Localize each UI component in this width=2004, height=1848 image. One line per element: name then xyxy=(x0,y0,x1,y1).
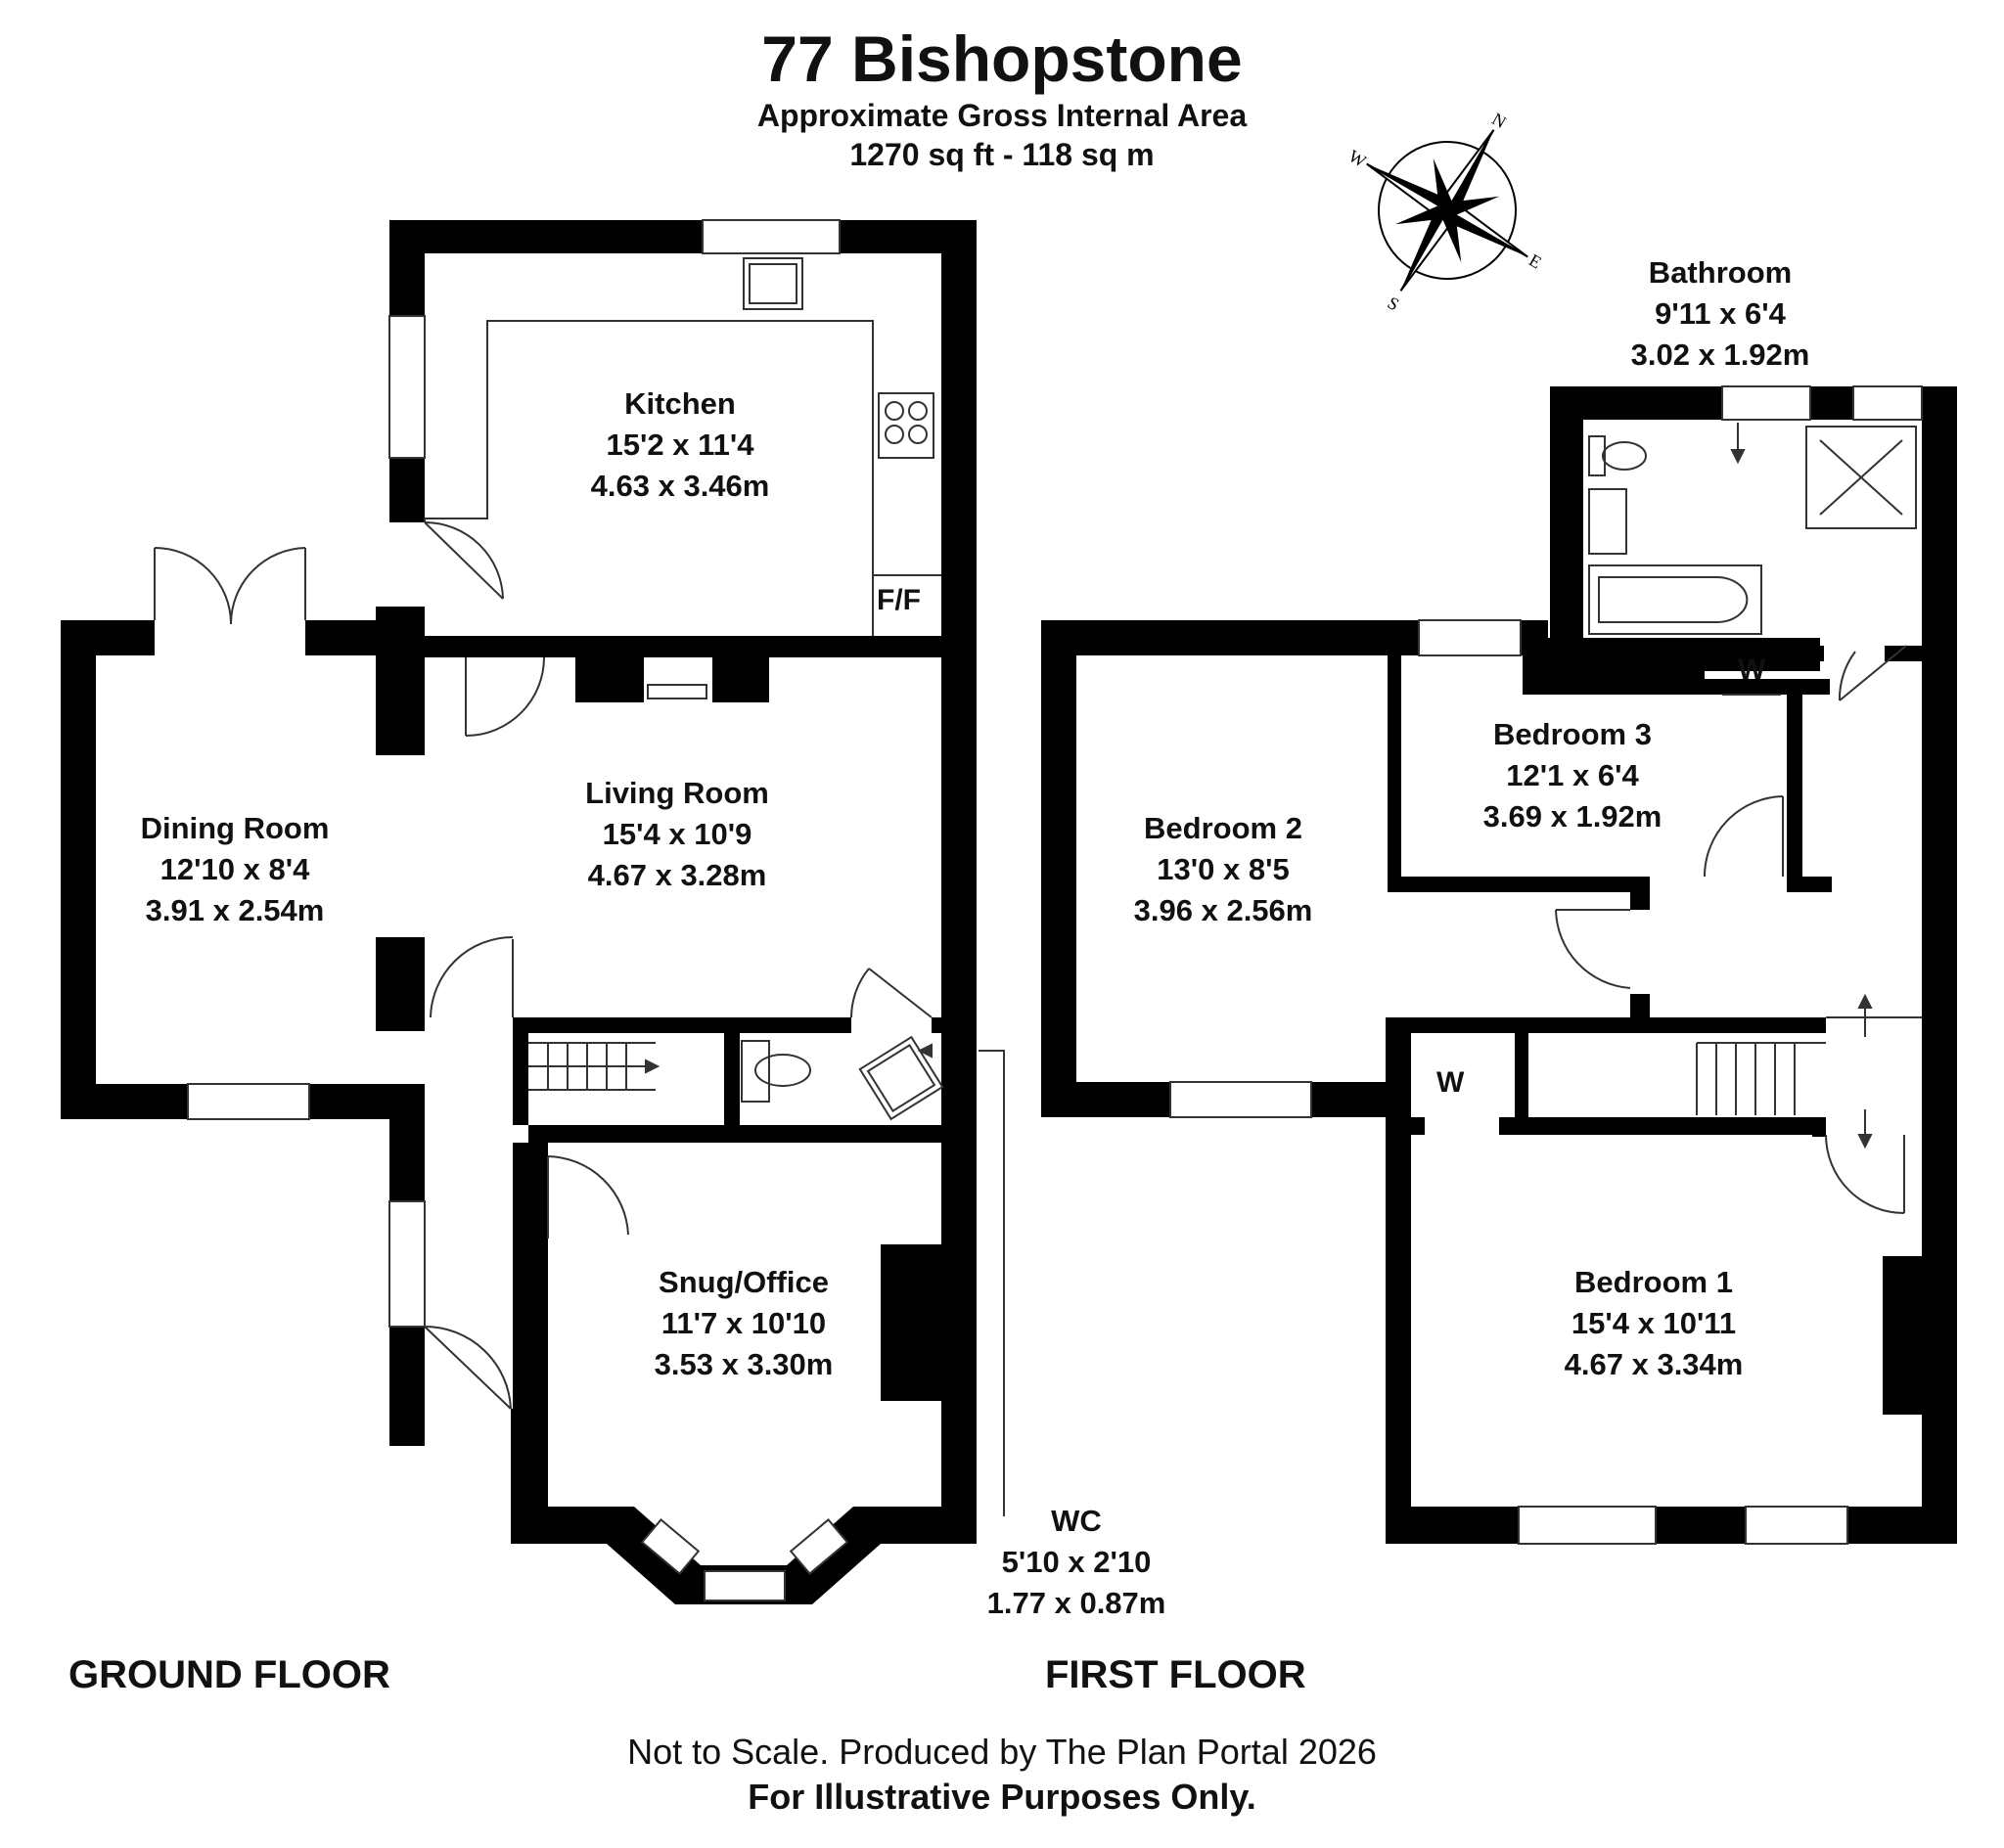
first-floor-walls xyxy=(1041,386,1957,1544)
room-snug-name: Snug/Office xyxy=(659,1265,829,1299)
room-dining-name: Dining Room xyxy=(140,811,330,845)
room-bedroom3-name: Bedroom 3 xyxy=(1493,717,1652,751)
room-bedroom2-metric: 3.96 x 2.56m xyxy=(1133,893,1313,927)
room-bedroom2-imperial: 13'0 x 8'5 xyxy=(1157,852,1290,886)
ground-floor-label: GROUND FLOOR xyxy=(68,1653,390,1696)
wardrobe-label-bedroom3: W xyxy=(1738,654,1766,686)
room-dining-imperial: 12'10 x 8'4 xyxy=(159,852,310,886)
room-wc-metric: 1.77 x 0.87m xyxy=(986,1586,1166,1620)
compass-n: N xyxy=(1488,109,1509,132)
room-living-imperial: 15'4 x 10'9 xyxy=(602,817,752,851)
plan-area: 1270 sq ft - 118 sq m xyxy=(849,137,1155,172)
room-kitchen-imperial: 15'2 x 11'4 xyxy=(606,428,754,462)
first-floor-windows xyxy=(1169,385,1923,1545)
plan-subtitle: Approximate Gross Internal Area xyxy=(756,98,1248,133)
room-living: Living Room 15'4 x 10'9 4.67 x 3.28m xyxy=(585,773,769,896)
room-snug-imperial: 11'7 x 10'10 xyxy=(660,1306,827,1340)
room-bedroom1-imperial: 15'4 x 10'11 xyxy=(1571,1306,1737,1340)
room-bedroom1-name: Bedroom 1 xyxy=(1574,1265,1733,1299)
ground-floor-stairs xyxy=(528,1042,660,1091)
footer-illustrative: For Illustrative Purposes Only. xyxy=(748,1777,1256,1817)
room-living-metric: 4.67 x 3.28m xyxy=(587,858,767,892)
room-bathroom: Bathroom 9'11 x 6'4 3.02 x 1.92m xyxy=(1631,252,1810,376)
room-bedroom1: Bedroom 1 15'4 x 10'11 4.67 x 3.34m xyxy=(1565,1262,1744,1385)
room-bathroom-name: Bathroom xyxy=(1648,255,1793,290)
room-wc-imperial: 5'10 x 2'10 xyxy=(1001,1545,1152,1579)
room-bedroom1-metric: 4.67 x 3.34m xyxy=(1564,1347,1744,1381)
room-snug: Snug/Office 11'7 x 10'10 3.53 x 3.30m xyxy=(655,1262,834,1385)
ground-floor-windows xyxy=(187,219,849,1601)
plan-title: 77 Bishopstone xyxy=(761,23,1243,95)
room-bedroom2: Bedroom 2 13'0 x 8'5 3.96 x 2.56m xyxy=(1134,808,1313,931)
first-floor-fixtures xyxy=(1555,423,1922,1214)
footer-disclaimer: Not to Scale. Produced by The Plan Porta… xyxy=(627,1732,1377,1772)
room-bathroom-imperial: 9'11 x 6'4 xyxy=(1655,296,1786,331)
first-floor-stairs xyxy=(1696,993,1922,1149)
room-bedroom3-imperial: 12'1 x 6'4 xyxy=(1506,758,1639,792)
room-bedroom2-name: Bedroom 2 xyxy=(1144,811,1302,845)
room-wc-name: WC xyxy=(1051,1504,1102,1538)
compass-rose-icon: N E S W xyxy=(1345,109,1545,314)
room-living-name: Living Room xyxy=(585,776,769,810)
first-floor-label: FIRST FLOOR xyxy=(1045,1653,1306,1696)
compass-e: E xyxy=(1526,250,1545,273)
room-dining: Dining Room 12'10 x 8'4 3.91 x 2.54m xyxy=(141,808,330,931)
fridge-freezer-label: F/F xyxy=(877,584,921,616)
room-bedroom3: Bedroom 3 12'1 x 6'4 3.69 x 1.92m xyxy=(1483,714,1662,837)
compass-s: S xyxy=(1385,293,1403,314)
room-bedroom3-metric: 3.69 x 1.92m xyxy=(1482,799,1662,834)
room-kitchen-name: Kitchen xyxy=(624,386,736,421)
room-snug-metric: 3.53 x 3.30m xyxy=(654,1347,834,1381)
room-dining-metric: 3.91 x 2.54m xyxy=(145,893,325,927)
wardrobe-label-landing: W xyxy=(1436,1066,1465,1099)
room-bathroom-metric: 3.02 x 1.92m xyxy=(1630,338,1810,372)
room-kitchen: Kitchen 15'2 x 11'4 4.63 x 3.46m xyxy=(591,383,770,507)
room-wc: WC 5'10 x 2'10 1.77 x 0.87m xyxy=(987,1501,1166,1624)
room-kitchen-metric: 4.63 x 3.46m xyxy=(590,469,770,503)
compass-w: W xyxy=(1345,146,1370,171)
ground-floor-doors xyxy=(154,257,1005,1516)
